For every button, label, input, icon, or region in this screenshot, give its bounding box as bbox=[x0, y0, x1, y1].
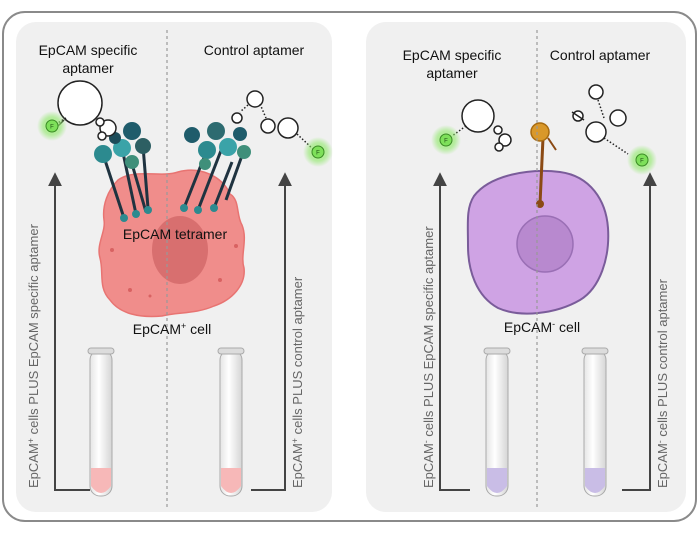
fluorophore-icon bbox=[302, 136, 334, 168]
membrane-protein bbox=[530, 122, 557, 208]
tube-right-control bbox=[581, 347, 609, 497]
left-panel-arrow-control bbox=[251, 172, 292, 491]
positive-cell-label: EpCAM+ cell bbox=[133, 321, 211, 337]
epcam-tetramer-left-heads bbox=[94, 122, 152, 222]
left-specific-title-1: EpCAM specific bbox=[39, 42, 138, 58]
left-specific-title-2: aptamer bbox=[62, 60, 114, 76]
left-panel-vertical-specific: EpCAM+ cells PLUS EpCAM specific aptamer bbox=[26, 223, 41, 488]
epcam-negative-cell bbox=[466, 169, 610, 315]
epcam-positive-cell bbox=[98, 169, 246, 318]
right-specific-title-2: aptamer bbox=[426, 65, 478, 81]
right-panel-vertical-control: EpCAM- cells PLUS control aptamer bbox=[655, 278, 670, 488]
fluorophore-icon bbox=[430, 124, 462, 156]
negative-cell-label: EpCAM- cell bbox=[504, 319, 580, 335]
right-specific-title-1: EpCAM specific bbox=[403, 47, 502, 63]
control-aptamer-right bbox=[571, 84, 629, 155]
right-control-title: Control aptamer bbox=[550, 47, 651, 63]
control-aptamer-left bbox=[231, 90, 315, 151]
left-control-title: Control aptamer bbox=[204, 42, 305, 58]
tetramer-label: EpCAM tetramer bbox=[123, 226, 228, 242]
right-panel-vertical-specific: EpCAM- cells PLUS EpCAM specific aptamer bbox=[421, 226, 436, 488]
tube-left-control bbox=[217, 347, 245, 497]
epcam-specific-aptamer-left bbox=[55, 80, 117, 141]
epcam-tetramer-right-heads bbox=[180, 122, 251, 214]
left-panel-arrow-specific bbox=[48, 172, 90, 491]
right-panel-arrow-control bbox=[622, 172, 657, 491]
fluorophore-icon bbox=[626, 144, 658, 176]
fluorophore-icon bbox=[36, 110, 68, 142]
left-panel-vertical-control: EpCAM+ cells PLUS control aptamer bbox=[290, 276, 305, 488]
tube-right-specific bbox=[483, 347, 511, 497]
tube-left-specific bbox=[87, 347, 115, 497]
right-panel-arrow-specific bbox=[433, 172, 470, 491]
epcam-tetramer-left bbox=[101, 145, 150, 219]
